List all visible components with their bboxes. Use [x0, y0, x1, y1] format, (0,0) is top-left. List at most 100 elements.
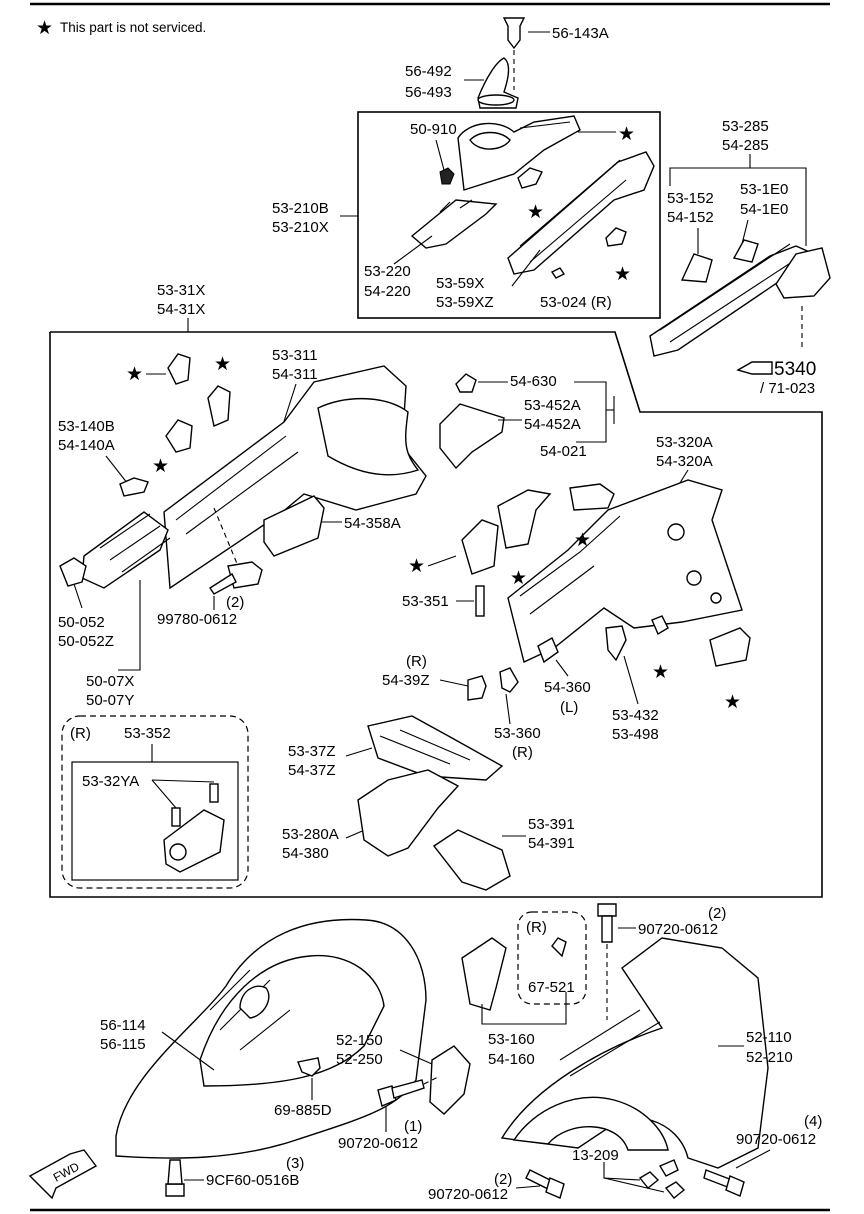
- label-56-115: 56-115: [100, 1036, 146, 1053]
- clip-53-024[interactable]: [550, 267, 566, 279]
- star-icon-53-59: ★: [527, 202, 544, 223]
- star-icon-e: ★: [510, 568, 527, 589]
- label-53-59XZ: 53-59XZ: [436, 294, 494, 311]
- mudguard-56-114[interactable]: [115, 918, 427, 1159]
- label-53-37Z: 53-37Z: [288, 743, 336, 760]
- reinforcement-53-37Z[interactable]: [367, 715, 504, 781]
- apron-panel-53-320A[interactable]: [507, 479, 743, 663]
- strut-tower-53-210[interactable]: [457, 115, 581, 191]
- label-53-360-R: (R): [512, 744, 533, 761]
- star-icon-d: ★: [574, 530, 591, 551]
- bracket-lower-right[interactable]: [709, 627, 751, 667]
- label-90720-bottom: 90720-0612: [428, 1186, 508, 1203]
- ref-5340[interactable]: 5340: [774, 359, 816, 380]
- label-53-352: 53-352: [124, 725, 171, 742]
- bracket-53-351[interactable]: [461, 519, 499, 575]
- bracket-54-360[interactable]: [537, 637, 559, 664]
- label-54-360: 54-360: [544, 679, 591, 696]
- label-54-39Z: 54-39Z: [382, 672, 430, 689]
- bracket-53-352[interactable]: [163, 809, 225, 873]
- reinforcement-53-280A[interactable]: [357, 769, 460, 857]
- bolt-90720-mid[interactable]: [377, 1079, 425, 1107]
- qty-9CF60: (3): [286, 1155, 304, 1172]
- bracket-54-630[interactable]: [455, 373, 477, 393]
- bracket-54-39Z[interactable]: [467, 675, 487, 701]
- label-53-280A: 53-280A: [282, 826, 339, 843]
- label-53-452A: 53-452A: [524, 397, 581, 414]
- bracket-mid[interactable]: [497, 489, 552, 549]
- apron-member-53-59X[interactable]: [507, 151, 655, 275]
- bracket-53-452A[interactable]: [439, 403, 505, 470]
- ref-71-023[interactable]: / 71-023: [760, 380, 815, 397]
- label-53-31X: 53-31X: [157, 282, 205, 299]
- clip-13-209[interactable]: [638, 1159, 686, 1199]
- label-53-432: 53-432: [612, 707, 659, 724]
- bracket-53-220[interactable]: [410, 199, 498, 249]
- bolt-90720-top[interactable]: [597, 903, 617, 943]
- label-54-380: 54-380: [282, 845, 329, 862]
- label-67-521: 67-521: [528, 979, 575, 996]
- bracket-53-360[interactable]: [499, 667, 519, 693]
- label-53-351: 53-351: [402, 593, 449, 610]
- bracket-b[interactable]: [207, 385, 231, 427]
- clip-small[interactable]: [651, 615, 669, 636]
- crash-box-50-07X[interactable]: [81, 511, 171, 589]
- bracket-53-140B[interactable]: [119, 477, 149, 497]
- label-54-285: 54-285: [722, 137, 769, 154]
- label-52-250: 52-250: [336, 1051, 383, 1068]
- pin-53-32YA[interactable]: [171, 783, 219, 827]
- label-56-493: 56-493: [405, 84, 452, 101]
- star-icon-strut-tower: ★: [618, 124, 635, 145]
- label-54-1E0: 54-1E0: [740, 201, 788, 218]
- bracket-c[interactable]: [165, 419, 193, 453]
- label-54-021: 54-021: [540, 443, 587, 460]
- screw-9CF60[interactable]: [165, 1159, 185, 1197]
- clip-67-521[interactable]: [551, 937, 567, 958]
- label-54-140A: 54-140A: [58, 437, 115, 454]
- label-53-1E0: 53-1E0: [740, 181, 788, 198]
- front-fender-52-110[interactable]: [500, 937, 769, 1169]
- label-52-210: 52-210: [746, 1049, 793, 1066]
- bracket-upper-right[interactable]: [569, 483, 615, 511]
- label-54-391: 54-391: [528, 835, 575, 852]
- bracket-56-492[interactable]: [477, 57, 519, 109]
- star-icon-c: ★: [152, 456, 169, 477]
- label-99780-0612: 99780-0612: [157, 611, 237, 628]
- star-icon-h: ★: [724, 692, 741, 713]
- bracket-52-150[interactable]: [429, 1045, 471, 1115]
- bracket-53-160[interactable]: [461, 937, 507, 1011]
- bracket-53-432[interactable]: [605, 625, 627, 662]
- label-50-07X: 50-07X: [86, 673, 134, 690]
- legend-star-icon: ★: [36, 18, 53, 39]
- star-icon-b: ★: [214, 354, 231, 375]
- clip-56-143A[interactable]: [502, 17, 526, 50]
- reinforcement-53-391[interactable]: [432, 829, 511, 891]
- bolt-99780[interactable]: [209, 561, 263, 595]
- label-53-160: 53-160: [488, 1031, 535, 1048]
- bracket-50-052[interactable]: [59, 557, 87, 587]
- fwd-arrow-icon: [28, 1149, 98, 1200]
- group-box-53-31X: [49, 331, 823, 898]
- label-50-052Z: 50-052Z: [58, 633, 114, 650]
- group-box-53-210: [357, 111, 661, 319]
- label-56-114: 56-114: [100, 1017, 146, 1034]
- clip-69-885D[interactable]: [297, 1057, 321, 1077]
- label-90720-right: 90720-0612: [736, 1131, 816, 1148]
- nut-50-910[interactable]: [439, 167, 455, 185]
- label-54-152: 54-152: [667, 209, 714, 226]
- label-52-110: 52-110: [746, 1029, 792, 1046]
- bolt-90720-right[interactable]: [703, 1169, 745, 1197]
- bolt-90720-bottom[interactable]: [525, 1169, 565, 1199]
- star-icon-f: ★: [408, 556, 425, 577]
- cowl-side-member-53-285[interactable]: [649, 239, 831, 357]
- small-bracket-53-59[interactable]: [517, 167, 543, 189]
- label-50-910: 50-910: [410, 121, 457, 138]
- bracket-54-358A[interactable]: [263, 495, 325, 557]
- label-53-024R: 53-024 (R): [540, 294, 612, 311]
- bracket-a[interactable]: [167, 353, 191, 385]
- front-side-member-53-311[interactable]: [163, 365, 427, 590]
- qty-90720-top: (2): [708, 905, 726, 922]
- pin-53-351[interactable]: [475, 585, 485, 617]
- bracket-53-024[interactable]: [605, 227, 627, 247]
